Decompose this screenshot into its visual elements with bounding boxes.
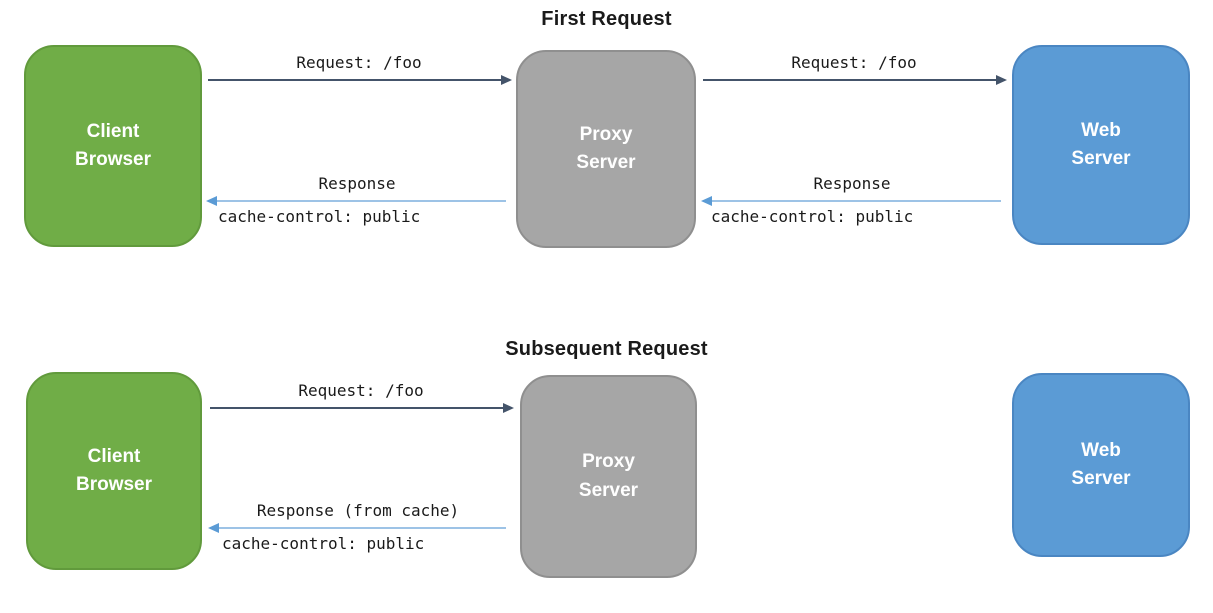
arrowhead-left-icon	[206, 196, 217, 206]
flow-request-client-to-proxy: Request: /foo	[210, 380, 514, 413]
flow-response-web-to-proxy: Response cache-control: public	[701, 173, 1001, 228]
flow-label: Response	[813, 174, 891, 193]
arrowhead-right-icon	[996, 75, 1007, 85]
arrow-shaft	[703, 79, 1005, 81]
flow-label: Response	[318, 174, 396, 193]
arrowhead-right-icon	[501, 75, 512, 85]
web-server-label: Web Server	[1071, 119, 1131, 170]
section-title-first-request: First Request	[541, 8, 672, 30]
arrow-shaft	[703, 200, 1001, 202]
request-arrow	[703, 75, 1007, 85]
proxy-server-node: Proxy Server	[516, 50, 696, 248]
request-arrow	[210, 403, 514, 413]
web-server-node: Web Server	[1012, 45, 1190, 245]
client-browser-node: Client Browser	[26, 372, 202, 570]
flow-sublabel: cache-control: public	[711, 207, 914, 226]
web-server-node: Web Server	[1012, 373, 1190, 557]
client-browser-label: Client Browser	[74, 120, 152, 171]
flow-response-proxy-to-client: Response cache-control: public	[206, 173, 506, 228]
arrowhead-left-icon	[208, 523, 219, 533]
arrow-shaft	[210, 527, 506, 529]
arrowhead-right-icon	[503, 403, 514, 413]
proxy-server-label: Proxy Server	[576, 123, 636, 174]
flow-request-client-to-proxy: Request: /foo	[208, 52, 512, 85]
response-arrow	[701, 196, 1001, 206]
flow-label: Request: /foo	[791, 53, 917, 72]
web-server-label: Web Server	[1071, 439, 1131, 490]
flow-sublabel: cache-control: public	[218, 207, 421, 226]
flow-label: Response (from cache)	[256, 501, 460, 520]
proxy-server-label: Proxy Server	[578, 451, 639, 501]
response-arrow	[206, 196, 506, 206]
client-browser-label: Client Browser	[75, 445, 153, 496]
section-title-subsequent-request: Subsequent Request	[505, 338, 708, 360]
flow-label: Request: /foo	[296, 53, 422, 72]
client-browser-node: Client Browser	[24, 45, 202, 247]
flow-request-proxy-to-web: Request: /foo	[703, 52, 1007, 85]
proxy-server-node: Proxy Server	[520, 375, 697, 578]
flow-label: Request: /foo	[298, 381, 424, 400]
response-arrow	[208, 523, 506, 533]
arrow-shaft	[208, 79, 510, 81]
flow-response-from-cache-proxy-to-client: Response (from cache) cache-control: pub…	[208, 500, 506, 555]
arrow-shaft	[208, 200, 506, 202]
flow-sublabel: cache-control: public	[222, 534, 425, 553]
request-arrow	[208, 75, 512, 85]
arrowhead-left-icon	[701, 196, 712, 206]
arrow-shaft	[210, 407, 512, 409]
